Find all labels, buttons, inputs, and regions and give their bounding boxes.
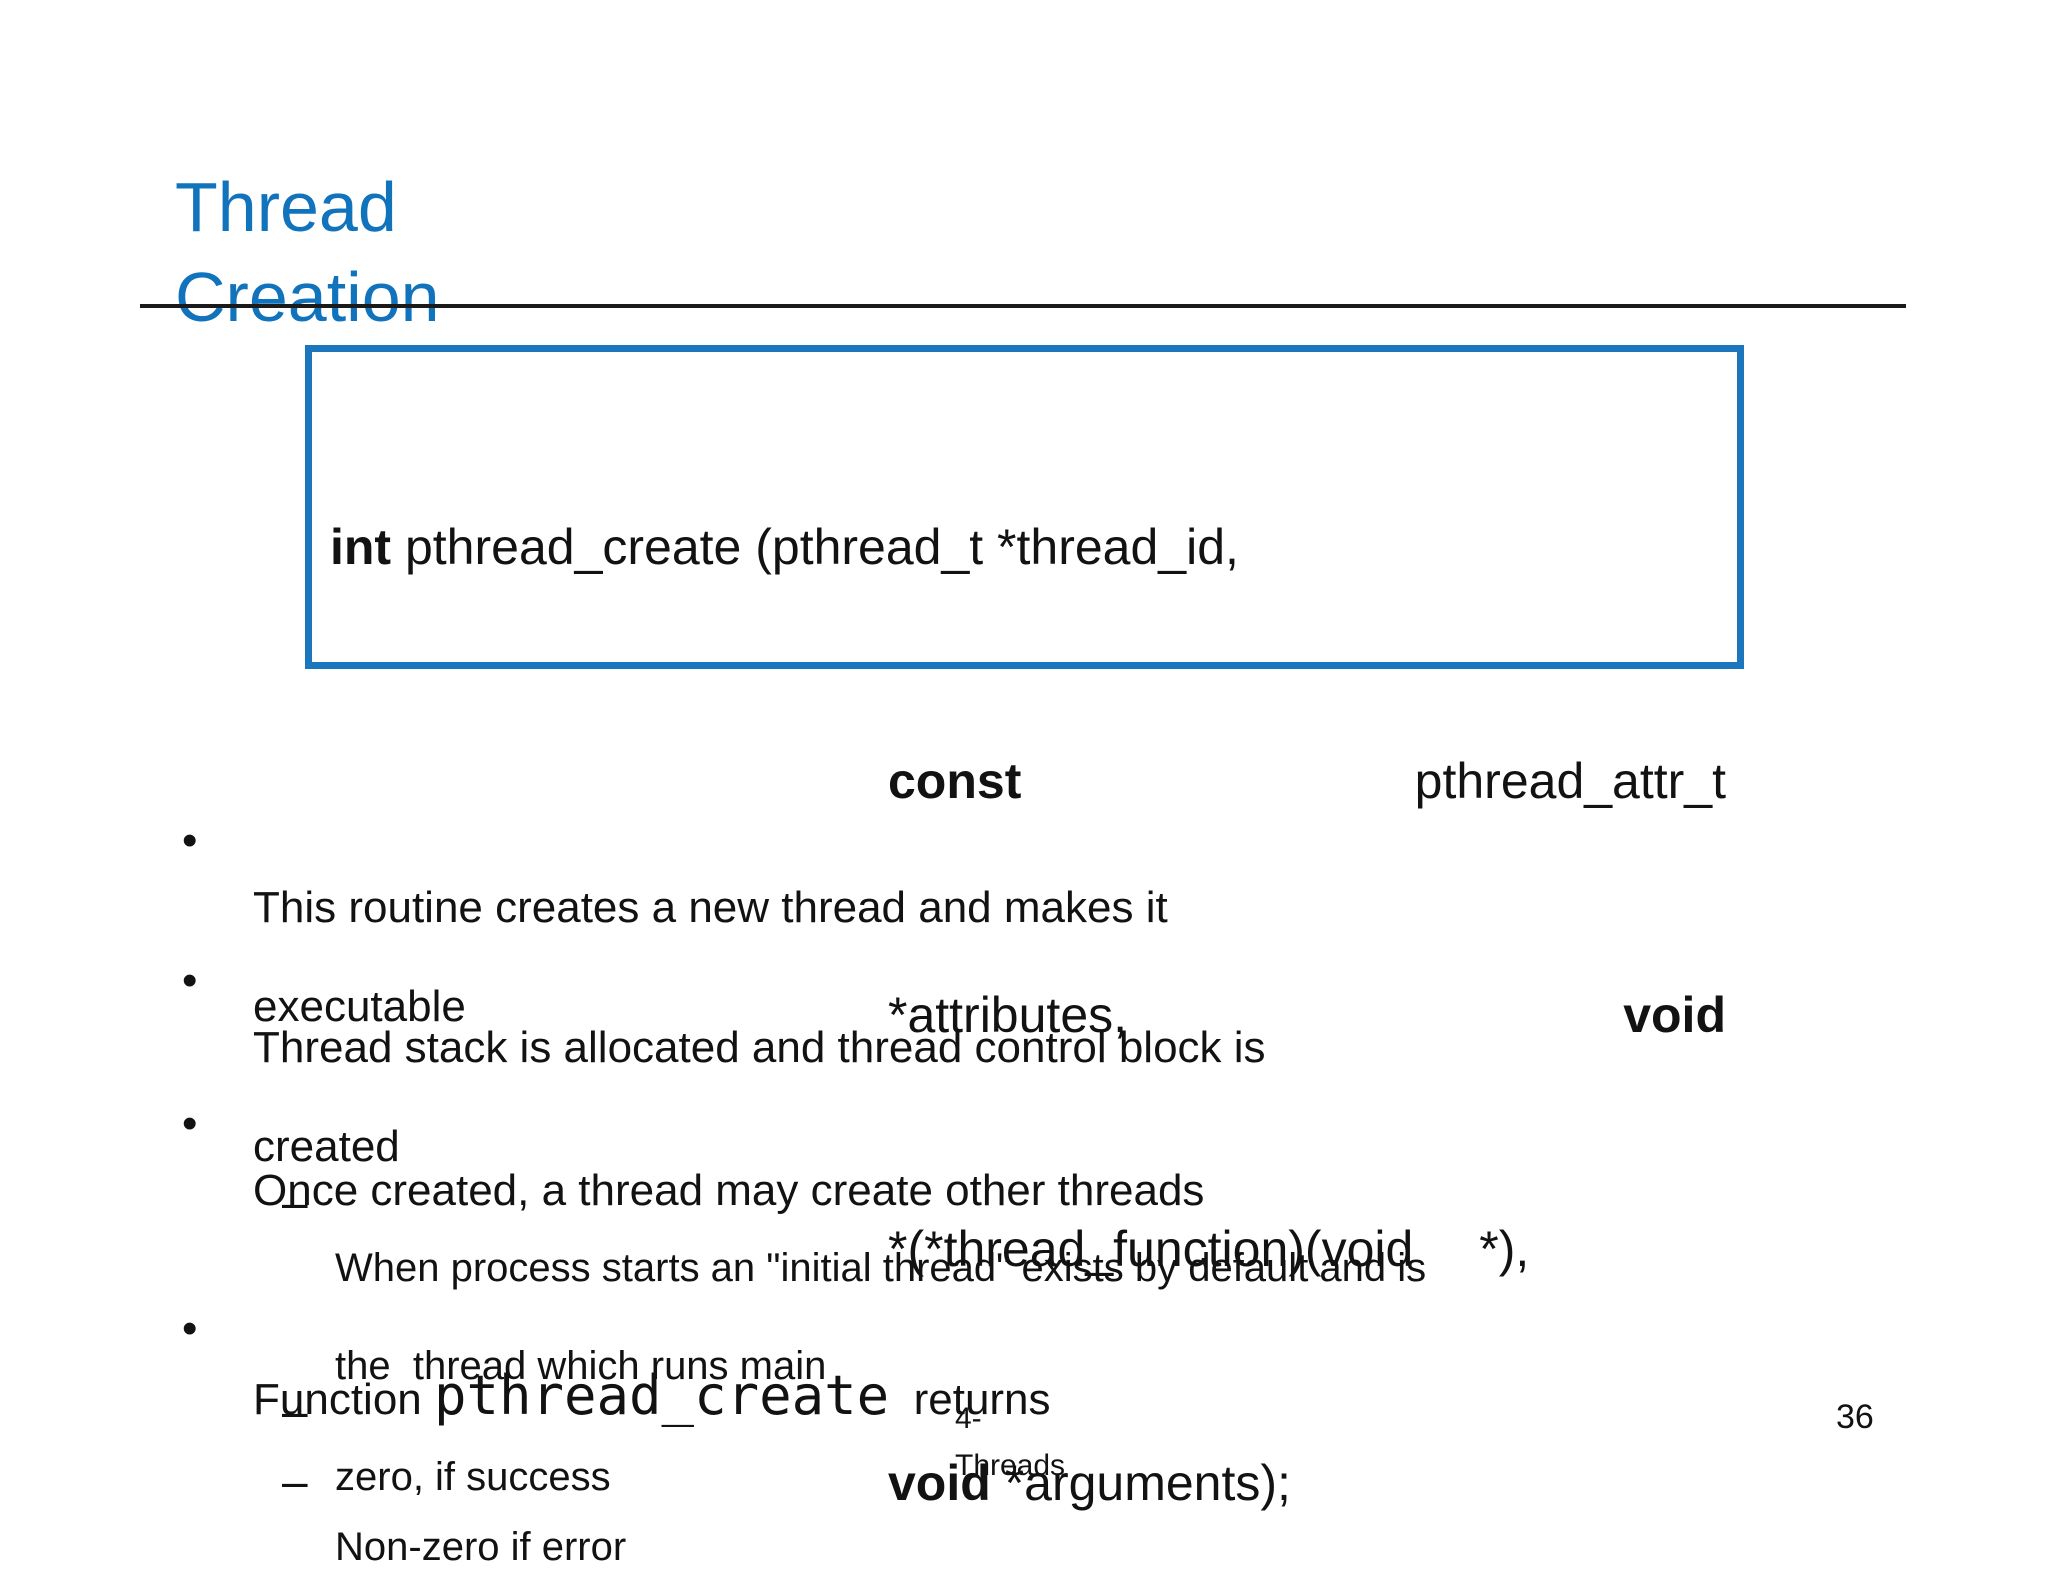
bullet-4-prefix: Function (253, 1375, 434, 1424)
keyword-void-1: void (1623, 987, 1726, 1043)
keyword-const: const (888, 753, 1022, 809)
bullet-icon: • (182, 1304, 198, 1353)
footer-line-2: Threads (955, 1449, 1066, 1482)
sub-bullet-item-4-2: – Non-zero if error (282, 1455, 627, 1582)
code-line-4-left: *(*thread_function)(void (888, 1221, 1414, 1277)
code-line-2-right: pthread_attr_t (1414, 753, 1726, 809)
code-line-5: void *arguments); (888, 1444, 1726, 1522)
code-line-3-left: *attributes, (888, 987, 1128, 1043)
sub-bullet-item-4-1: – zero, if success (282, 1385, 611, 1544)
bullet-3-line-1: Once created, a thread may create other … (253, 1166, 1205, 1215)
code-line-2: const pthread_attr_t (888, 742, 1726, 820)
code-line-5-rest: *arguments); (990, 1455, 1291, 1511)
page-number: 36 (1836, 1398, 1874, 1436)
keyword-void-2: void (888, 1455, 991, 1511)
title-horizontal-rule (140, 304, 1906, 308)
bullet-1-line-1: This routine creates a new thread and ma… (253, 883, 1168, 932)
bullet-item-2: • Thread stack is allocated and thread c… (182, 956, 1266, 1214)
code-line-4: *(*thread_function)(void *), (888, 1210, 1726, 1288)
bullet-icon: • (182, 816, 198, 865)
code-snippet: int pthread_create (pthread_t *thread_id… (330, 352, 1726, 1582)
sub-bullet-3-1-line-1: When process starts an "initial thread" … (335, 1246, 1427, 1290)
dash-icon: – (282, 1385, 308, 1437)
code-line-1: int pthread_create (pthread_t *thread_id… (330, 508, 1726, 586)
footer-section-label: 4- Threads (955, 1395, 1065, 1489)
page-title-line-1: Thread (175, 168, 397, 246)
sub-bullet-4-2-text: Non-zero if error (335, 1525, 627, 1569)
sub-bullet-4-1-text: zero, if success (335, 1455, 611, 1499)
sub-bullet-3-1-line-2: the thread which runs main (335, 1344, 827, 1388)
sub-bullet-item-3-1: – When process starts an "initial thread… (282, 1176, 1427, 1433)
bullet-icon: • (182, 1099, 198, 1148)
keyword-int: int (330, 519, 392, 575)
code-line-3: *attributes, void (888, 976, 1726, 1054)
bullet-2-line-2: created (253, 1122, 400, 1171)
bullet-item-4: • Function pthread_create returns (182, 1304, 1051, 1467)
code-line-4-right: *), (1479, 1221, 1530, 1277)
bullet-4-code-term: pthread_create (433, 1364, 890, 1427)
bullet-item-1: • This routine creates a new thread and … (182, 816, 1168, 1074)
dash-icon: – (282, 1176, 308, 1228)
dash-icon: – (282, 1455, 308, 1507)
bullet-2-line-1: Thread stack is allocated and thread con… (253, 1023, 1266, 1072)
code-line-1-rest: pthread_create (pthread_t *thread_id, (391, 519, 1239, 575)
bullet-1-line-2: executable (253, 982, 466, 1031)
footer-line-1: 4- (955, 1402, 982, 1435)
bullet-4-suffix: returns (889, 1375, 1051, 1424)
bullet-icon: • (182, 956, 198, 1005)
bullet-item-3: • Once created, a thread may create othe… (182, 1099, 1205, 1258)
bullet-4-line-1: Function pthread_create returns (253, 1364, 1051, 1431)
page-title-line-2: Creation (175, 258, 440, 336)
code-box-border (305, 345, 1744, 669)
